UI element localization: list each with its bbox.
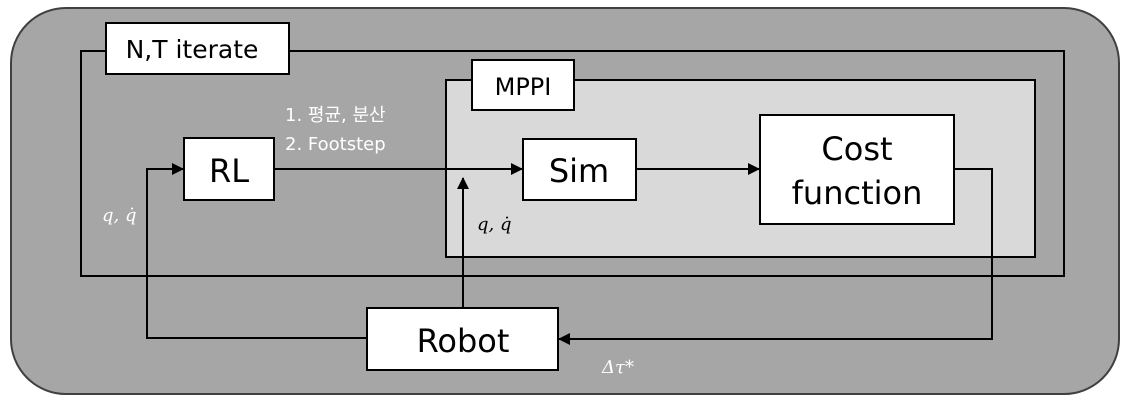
- edge-cost-to-robot: [558, 168, 993, 345]
- node-sim: Sim: [522, 138, 637, 201]
- node-rl: RL: [183, 137, 275, 201]
- node-robot-label: Robot: [417, 322, 510, 360]
- iterate-frame: [80, 50, 1065, 277]
- edge-robot-to-rl: [146, 163, 367, 339]
- node-cost-label-line1: Cost: [821, 130, 892, 168]
- mppi-label-box: [471, 59, 575, 111]
- iterate-label-box: [105, 22, 290, 75]
- node-robot: Robot: [366, 307, 559, 371]
- node-sim-label: Sim: [549, 152, 609, 190]
- rl-output-note-line2: 2. Footstep: [285, 134, 386, 155]
- edge-label-robot-to-sim: q, q̇: [477, 214, 512, 235]
- mppi-label: MPPI: [495, 73, 552, 101]
- edge-label-robot-to-rl: q, q̇: [102, 205, 137, 226]
- node-cost-label-line2: function: [792, 174, 923, 212]
- node-rl-label: RL: [209, 152, 249, 190]
- edge-label-cost-to-robot: Δτ*: [601, 357, 634, 378]
- node-cost-function: Cost function: [759, 114, 955, 225]
- rl-output-note-line1: 1. 평균, 분산: [285, 105, 386, 126]
- iterate-label: N,T iterate: [126, 35, 259, 64]
